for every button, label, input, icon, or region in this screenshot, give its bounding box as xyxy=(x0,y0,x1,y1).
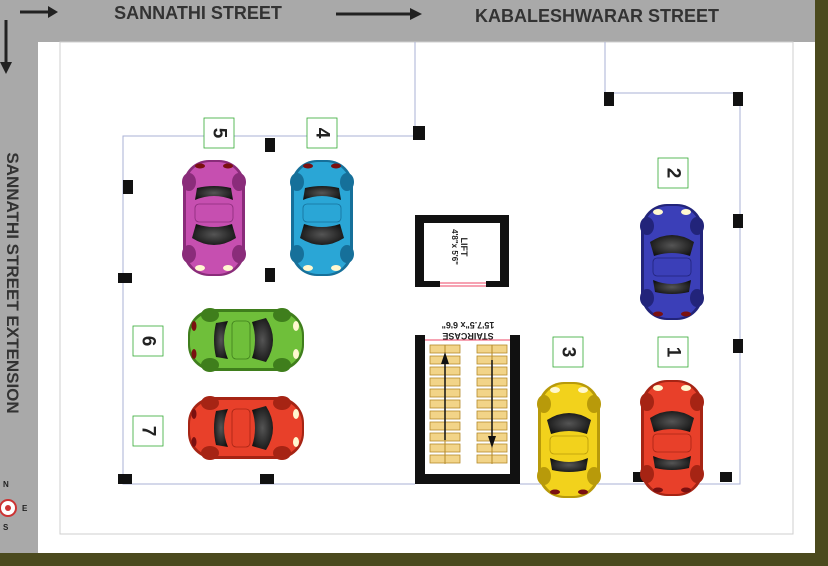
slot-label-box xyxy=(132,415,164,447)
slot-labels: 1 2 3 4 5 6 7 xyxy=(132,117,689,447)
car-5 xyxy=(182,160,246,276)
car-1 xyxy=(640,380,704,496)
lift-size: 4'8"x 5'6" xyxy=(450,229,459,265)
slot-label-box xyxy=(552,336,584,368)
slot-number-3: 3 xyxy=(558,347,579,358)
slot-label-box xyxy=(306,117,338,149)
lift: LIFT 4'8"x 5'6" xyxy=(415,215,509,288)
car-4 xyxy=(290,160,354,276)
street-label-left: SANNATHI STREET EXTENSION xyxy=(3,152,22,413)
slot-label-box xyxy=(657,157,689,189)
arrow-right-icon xyxy=(20,6,58,18)
compass-s: S xyxy=(3,523,9,532)
columns xyxy=(118,92,743,484)
staircase-title: STAIRCASE xyxy=(442,331,493,341)
building-outline xyxy=(122,42,416,485)
lift-title: LIFT xyxy=(459,238,469,257)
compass: N E S xyxy=(0,480,28,532)
arrow-right-icon xyxy=(336,8,422,20)
slot-label-box xyxy=(132,325,164,357)
cars xyxy=(182,160,704,498)
arrow-up-icon xyxy=(441,352,449,364)
slot-label-box xyxy=(657,336,689,368)
slot-label-box xyxy=(203,117,235,149)
staircase: 15'7.5"x 6'6" STAIRCASE xyxy=(415,320,520,484)
arrow-down-icon xyxy=(488,436,496,448)
street-label-top-right: KABALESHWARAR STREET xyxy=(475,6,719,26)
car-6 xyxy=(188,308,304,372)
slot-number-1: 1 xyxy=(663,347,684,358)
slot-number-2: 2 xyxy=(663,168,684,179)
compass-e: E xyxy=(22,504,28,513)
street-label-top-left: SANNATHI STREET xyxy=(114,3,282,23)
slot-number-4: 4 xyxy=(312,128,333,139)
slot-number-7: 7 xyxy=(138,426,159,437)
compass-n: N xyxy=(3,480,9,489)
car-7 xyxy=(188,396,304,460)
slot-number-5: 5 xyxy=(209,128,230,139)
arrow-down-icon xyxy=(0,20,12,74)
car-3 xyxy=(537,382,601,498)
plot-boundary xyxy=(59,41,794,535)
staircase-size: 15'7.5"x 6'6" xyxy=(442,320,495,330)
slot-number-6: 6 xyxy=(138,336,159,347)
car-2 xyxy=(640,204,704,320)
